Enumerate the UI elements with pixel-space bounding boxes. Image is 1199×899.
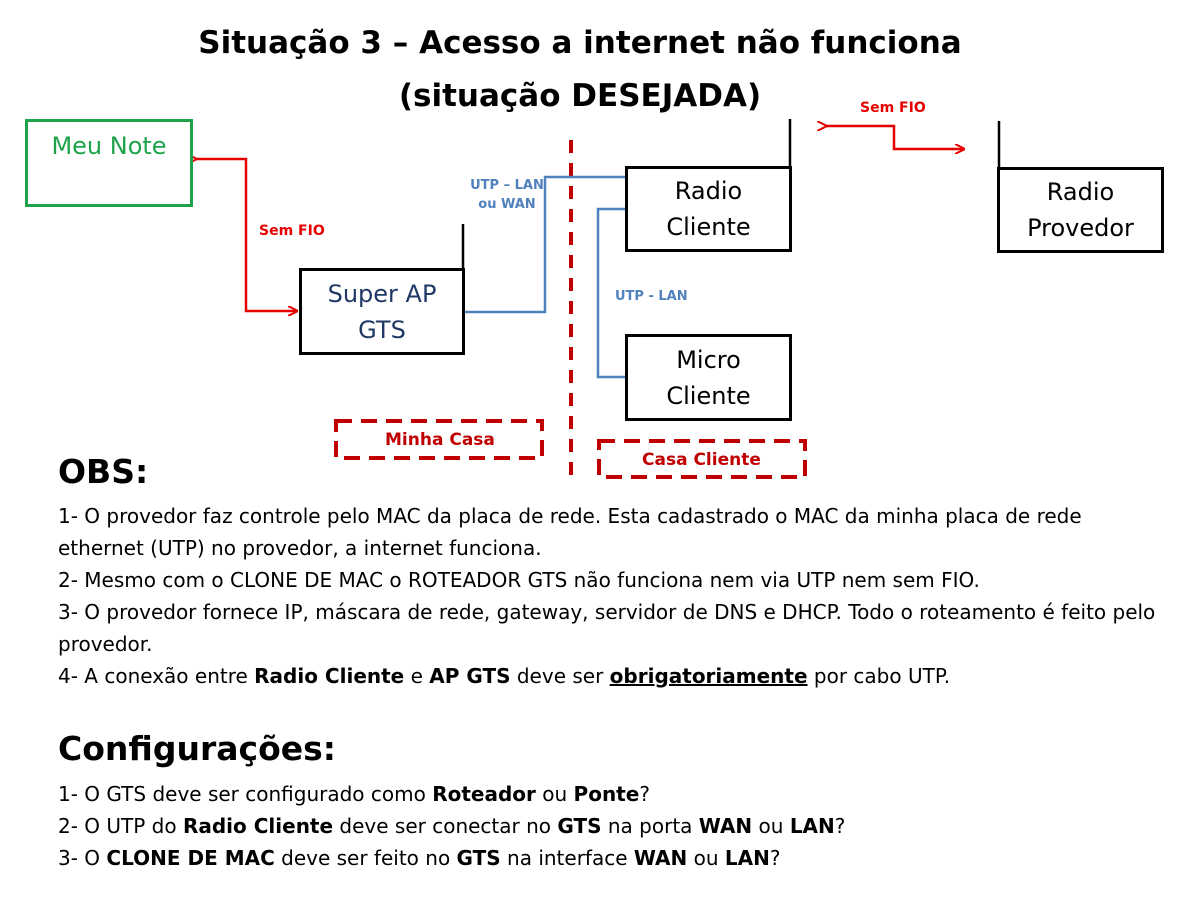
obs-item-4-text: deve ser (510, 664, 610, 688)
node-radio-cliente-line2: Cliente (666, 213, 751, 241)
config-item-1-bold: Ponte (573, 782, 640, 806)
config-item-2-bold: Radio Cliente (182, 814, 334, 838)
node-meu-note: Meu Note (25, 119, 193, 207)
wireless-link-note-ap (196, 159, 297, 311)
config-item-3: 3- O CLONE DE MAC deve ser feito no GTS … (58, 842, 1168, 874)
label-utp-lan: UTP - LAN (615, 289, 688, 304)
utp-link-radio-micro (596, 207, 625, 379)
obs-item-4-text: e (404, 664, 430, 688)
node-super-ap-line2: GTS (358, 315, 406, 344)
node-radio-provedor-line2: Provedor (1027, 214, 1134, 242)
config-item-2-text: na porta (601, 814, 699, 838)
config-item-3-text: ? (769, 846, 781, 870)
label-utp-lan-wan-line2: ou WAN (478, 197, 536, 212)
config-item-2-text: 2- O UTP do (58, 814, 183, 838)
config-item-1-text: ? (639, 782, 650, 806)
config-item-2-bold: LAN (789, 814, 835, 838)
config-item-1: 1- O GTS deve ser configurado como Rotea… (58, 778, 1168, 810)
config-heading: Configurações: (58, 729, 336, 768)
label-sem-fio-radios: Sem FIO (860, 100, 926, 116)
obs-item-4-text: por cabo UTP. (807, 664, 951, 688)
node-radio-cliente-line1: Radio (674, 177, 743, 205)
wireless-link-radios (826, 126, 964, 149)
config-item-2-text: ou (752, 814, 790, 838)
config-item-2-bold: GTS (557, 814, 602, 838)
node-micro-cliente-line1: Micro (676, 345, 741, 374)
label-utp-lan-wan: UTP – LAN ou WAN (466, 176, 548, 214)
config-item-1-text: 1- O GTS deve ser configurado como (58, 782, 433, 806)
node-super-ap-line1: Super AP (327, 279, 437, 308)
config-item-3-text: deve ser feito no (274, 846, 457, 870)
obs-item-4-text: 4- A conexão entre (58, 664, 255, 688)
config-item-3-bold: LAN (724, 846, 770, 870)
config-item-3-text: ou (687, 846, 725, 870)
node-micro-cliente-line2: Cliente (666, 381, 751, 410)
config-item-3-text: na interface (500, 846, 634, 870)
node-meu-note-label: Meu Note (51, 132, 167, 160)
page-title: Situação 3 – Acesso a internet não funci… (198, 25, 962, 61)
config-item-2-bold: WAN (698, 814, 753, 838)
zone-minha-casa (334, 419, 544, 460)
node-radio-provedor-line1: Radio (1046, 178, 1115, 206)
label-sem-fio-note: Sem FIO (259, 223, 325, 239)
page-subtitle: (situação DESEJADA) (398, 78, 762, 114)
obs-item-4: 4- A conexão entre Radio Cliente e AP GT… (58, 660, 1168, 692)
config-item-3-bold: WAN (633, 846, 688, 870)
obs-item-4-bold: Radio Cliente (254, 664, 405, 688)
obs-item-4-underline: obrigatoriamente (609, 664, 808, 688)
label-minha-casa: Minha Casa (385, 430, 495, 450)
config-item-3-text: 3- O (58, 846, 107, 870)
obs-item-1: 1- O provedor faz controle pelo MAC da p… (58, 504, 1082, 560)
label-casa-cliente: Casa Cliente (642, 450, 761, 470)
obs-heading: OBS: (58, 452, 149, 491)
config-item-2: 2- O UTP do Radio Cliente deve ser conec… (58, 810, 1168, 842)
obs-item-2: 2- Mesmo com o CLONE DE MAC o ROTEADOR G… (58, 568, 980, 592)
label-utp-lan-wan-line1: UTP – LAN (470, 178, 544, 193)
config-item-3-bold: GTS (456, 846, 501, 870)
config-item-3-bold: CLONE DE MAC (106, 846, 275, 870)
obs-item-3: 3- O provedor fornece IP, máscara de red… (58, 600, 1156, 656)
node-super-ap-gts: Super AP GTS (299, 268, 465, 355)
config-item-1-text: ou (535, 782, 574, 806)
config-item-2-text: ? (834, 814, 846, 838)
config-item-2-text: deve ser conectar no (333, 814, 558, 838)
zone-casa-cliente (597, 439, 807, 479)
utp-link-ap-radio (465, 175, 625, 314)
obs-item-4-bold: AP GTS (429, 664, 511, 688)
config-item-1-bold: Roteador (432, 782, 536, 806)
